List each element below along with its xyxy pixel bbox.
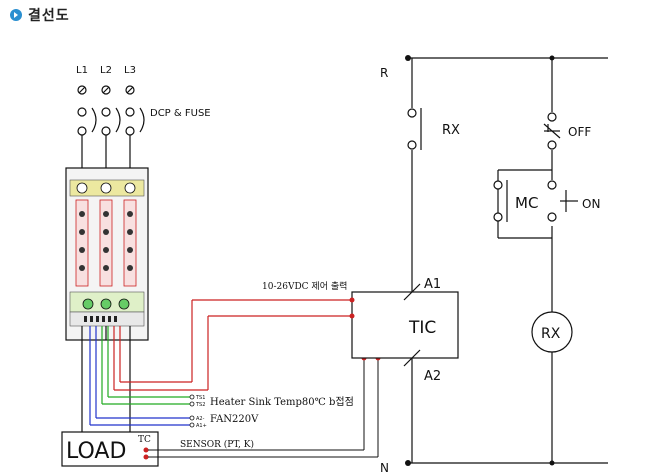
tic-a1-a2-marks xyxy=(403,283,421,367)
a1-label: A1 xyxy=(424,277,441,292)
page-title: 결선도 xyxy=(28,8,70,24)
phase-l1 xyxy=(77,85,97,170)
rx-contact xyxy=(407,108,422,150)
terminal-ts1: TS1 xyxy=(195,395,205,401)
rx-coil xyxy=(531,311,573,353)
terminal-ts2: TS2 xyxy=(195,402,205,408)
tc-label: TC xyxy=(138,435,151,445)
mc-on-branch xyxy=(493,169,578,239)
rail-label-r: R xyxy=(380,66,388,80)
tic-label: TIC xyxy=(408,318,436,338)
sensor-label: SENSOR (PT, K) xyxy=(180,439,254,450)
power-module xyxy=(65,167,149,341)
label-dcp-fuse: DCP & FUSE xyxy=(150,108,211,119)
phase-l2 xyxy=(101,85,121,170)
rail-node xyxy=(549,460,555,466)
fan-label: FAN220V xyxy=(210,414,259,425)
ladder-rails xyxy=(408,57,608,464)
sensor-wires xyxy=(148,358,379,458)
tic-controller xyxy=(349,291,459,359)
terminal-a1: A1+ xyxy=(196,423,207,429)
phase-inputs xyxy=(77,85,145,170)
heater-note: Heater Sink Temp80℃ b접점 xyxy=(210,396,354,408)
tc-terminal-1 xyxy=(143,447,149,453)
mc-label: MC xyxy=(515,194,538,212)
phase-l3 xyxy=(125,85,145,170)
control-output-label: 10-26VDC 제어 출력 xyxy=(262,280,347,292)
label-l3: L3 xyxy=(124,65,136,76)
terminal-a2: A2- xyxy=(196,416,205,422)
load-box xyxy=(61,431,159,467)
label-l1: L1 xyxy=(76,65,88,76)
rx-contact-label: RX xyxy=(442,123,460,138)
page-header: 결선도 xyxy=(10,4,70,26)
load-label: LOAD xyxy=(66,439,126,464)
off-pushbutton xyxy=(543,112,561,150)
module-output-wires xyxy=(81,299,352,432)
off-label: OFF xyxy=(568,125,591,139)
a2-label: A2 xyxy=(424,369,441,384)
bullet-arrow-icon xyxy=(10,9,22,21)
tc-terminal-2 xyxy=(143,454,149,460)
label-l2: L2 xyxy=(100,65,112,76)
terminal-block xyxy=(189,394,195,428)
rx-coil-label: RX xyxy=(541,326,561,342)
on-label: ON xyxy=(582,197,600,211)
rail-node-r xyxy=(405,55,411,61)
rail-node xyxy=(549,55,555,61)
rail-node-n xyxy=(405,460,411,466)
rail-label-n: N xyxy=(380,461,389,475)
